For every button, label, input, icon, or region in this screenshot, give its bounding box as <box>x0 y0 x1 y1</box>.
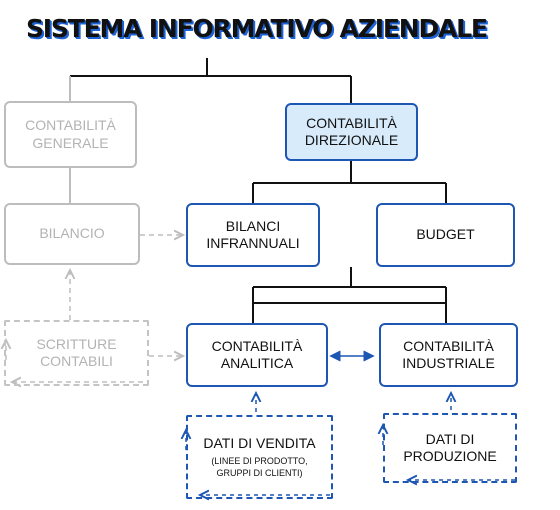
node-note-line: GRUPPI DI CLIENTI) <box>216 467 303 478</box>
node-label-line: CONTABILITÀ <box>25 117 116 133</box>
node-label-line: CONTABILITÀ <box>211 337 303 354</box>
node-label-line: DIREZIONALE <box>304 132 399 148</box>
analitica-industriale-connector <box>252 267 447 323</box>
node-label: BUDGET <box>416 226 475 243</box>
node-label-line: PRODUZIONE <box>403 448 497 464</box>
node-contabilita-analitica: CONTABILITÀ ANALITICA <box>186 323 328 387</box>
node-contabilita-industriale: CONTABILITÀ INDUSTRIALE <box>379 323 518 387</box>
node-bilancio: BILANCIO <box>4 203 140 265</box>
node-label-line: CONTABILI <box>40 353 113 369</box>
node-scritture-contabili: SCRITTURE CONTABILI <box>4 320 149 386</box>
node-label-line: DATI DI <box>425 430 475 447</box>
node-label: DATI DI VENDITA <box>203 434 316 451</box>
page-title: SISTEMA INFORMATIVO AZIENDALE <box>26 14 488 43</box>
node-contabilita-direzionale: CONTABILITÀ DIREZIONALE <box>285 103 418 161</box>
node-label-line: SCRITTURE <box>36 335 117 352</box>
node-label-line: CONTABILITÀ <box>403 337 494 354</box>
node-dati-di-produzione: DATI DI PRODUZIONE <box>383 413 517 483</box>
node-label-line: INDUSTRIALE <box>402 355 495 371</box>
top-connector <box>70 58 352 103</box>
node-label-line: GENERALE <box>32 134 109 151</box>
node-label: BILANCIO <box>39 225 105 242</box>
node-budget: BUDGET <box>376 203 515 267</box>
node-label-line: CONTABILITÀ <box>306 114 397 131</box>
node-note-line: (LINEE DI PRODOTTO, <box>211 456 308 467</box>
node-note: (LINEE DI PRODOTTO, GRUPPI DI CLIENTI) <box>211 456 307 479</box>
node-label-line: ANALITICA <box>220 355 294 371</box>
node-contabilita-generale: CONTABILITÀ GENERALE <box>4 101 137 168</box>
node-label-line: BILANCI <box>225 217 281 234</box>
node-dati-di-vendita: DATI DI VENDITA (LINEE DI PRODOTTO, GRUP… <box>186 415 333 499</box>
node-label-line: INFRANNUALI <box>206 235 300 251</box>
direzionale-children-connector <box>252 161 447 203</box>
node-bilanci-infrannuali: BILANCI INFRANNUALI <box>186 203 320 267</box>
